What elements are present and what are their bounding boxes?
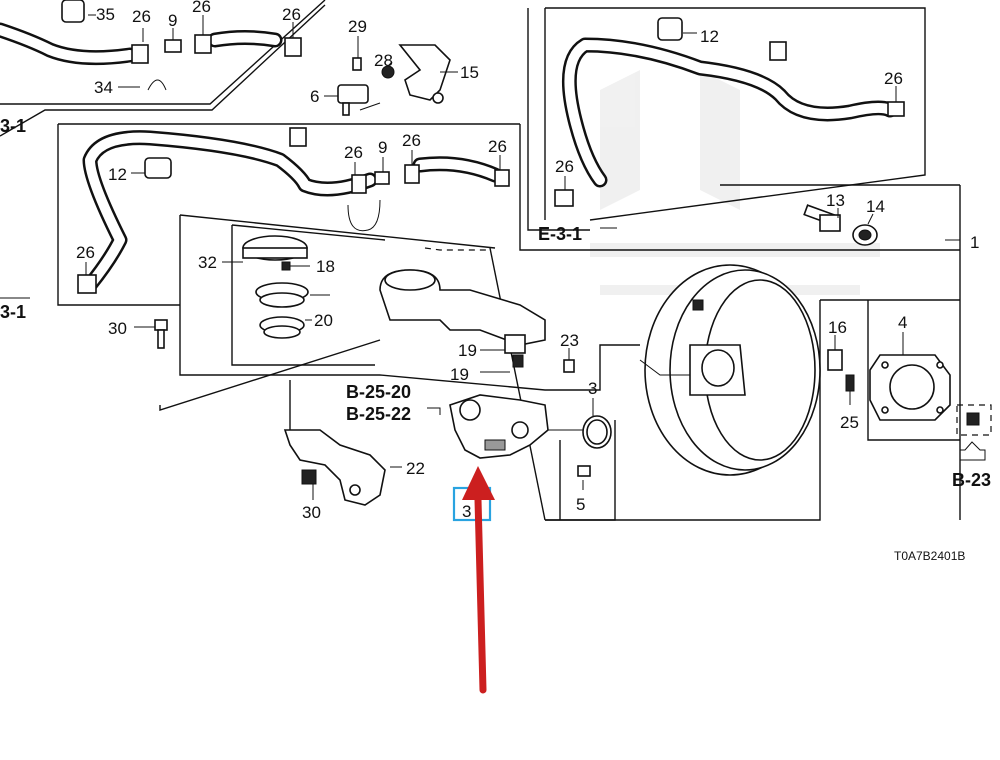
callout-18: 18 bbox=[316, 257, 335, 276]
callout-34: 34 bbox=[94, 78, 113, 97]
watermark bbox=[590, 70, 880, 295]
callout-26: 26 bbox=[344, 143, 363, 162]
brake-booster bbox=[639, 264, 821, 476]
callout-35: 35 bbox=[96, 5, 115, 24]
bolts bbox=[134, 319, 575, 373]
callout-4: 4 bbox=[898, 313, 907, 332]
callout-6: 6 bbox=[310, 87, 319, 106]
callout-26: 26 bbox=[192, 0, 211, 16]
callout-22: 22 bbox=[406, 459, 425, 478]
pushrod-and-gasket bbox=[827, 332, 992, 461]
master-cylinder bbox=[427, 394, 612, 490]
diagram-code: T0A7B2401B bbox=[894, 549, 965, 563]
callout-26: 26 bbox=[402, 131, 421, 150]
callout-29: 29 bbox=[348, 17, 367, 36]
callout-23: 23 bbox=[560, 331, 579, 350]
check-valve-and-grommet bbox=[803, 204, 960, 246]
ref-b-23: B-23 bbox=[952, 470, 991, 490]
top-right-hose-assembly bbox=[554, 17, 905, 229]
callout-30: 30 bbox=[108, 319, 127, 338]
callout-12: 12 bbox=[700, 27, 719, 46]
callout-12: 12 bbox=[108, 165, 127, 184]
callout-9: 9 bbox=[168, 11, 177, 30]
callout-26: 26 bbox=[76, 243, 95, 262]
callout-1: 1 bbox=[970, 233, 979, 252]
callout-32: 32 bbox=[198, 253, 217, 272]
callout-20: 20 bbox=[314, 311, 333, 330]
callout-5: 5 bbox=[576, 495, 585, 514]
vacuum-sensor-bracket bbox=[324, 36, 458, 116]
callout-26: 26 bbox=[488, 137, 507, 156]
callout-13: 13 bbox=[826, 191, 845, 210]
ref-3-1-top: 3-1 bbox=[0, 116, 26, 136]
callout-26: 26 bbox=[555, 157, 574, 176]
callout-26: 26 bbox=[132, 7, 151, 26]
callout-14: 14 bbox=[866, 197, 885, 216]
ref-b-25-20: B-25-20 bbox=[346, 382, 411, 402]
top-left-hose-assembly bbox=[0, 0, 302, 91]
red-pointer-arrow bbox=[462, 466, 495, 694]
callout-16: 16 bbox=[828, 318, 847, 337]
reservoir-parts bbox=[222, 235, 546, 373]
ref-b-25-22: B-25-22 bbox=[346, 404, 411, 424]
middle-left-hose-assembly bbox=[0, 127, 510, 299]
master-cylinder-bracket bbox=[283, 429, 402, 506]
callout-19: 19 bbox=[458, 341, 477, 360]
callout-numbers: 35 26 9 26 26 34 29 28 15 6 12 26 26 12 … bbox=[76, 0, 979, 522]
callout-26: 26 bbox=[884, 69, 903, 88]
callout-30: 30 bbox=[302, 503, 321, 522]
callout-3: 3 bbox=[588, 379, 597, 398]
callout-19: 19 bbox=[450, 365, 469, 384]
callout-15: 15 bbox=[460, 63, 479, 82]
reference-labels: B-25-20 B-25-22 3-1 E-3-1 B-23 3-1 T0A7B… bbox=[0, 116, 991, 563]
callout-26: 26 bbox=[282, 5, 301, 24]
callout-28: 28 bbox=[374, 51, 393, 70]
callout-25: 25 bbox=[840, 413, 859, 432]
ref-e-3-1-right: E-3-1 bbox=[538, 224, 582, 244]
ref-e-3-1-left: 3-1 bbox=[0, 302, 26, 322]
callout-3: 3 bbox=[462, 502, 471, 521]
callout-9: 9 bbox=[378, 138, 387, 157]
